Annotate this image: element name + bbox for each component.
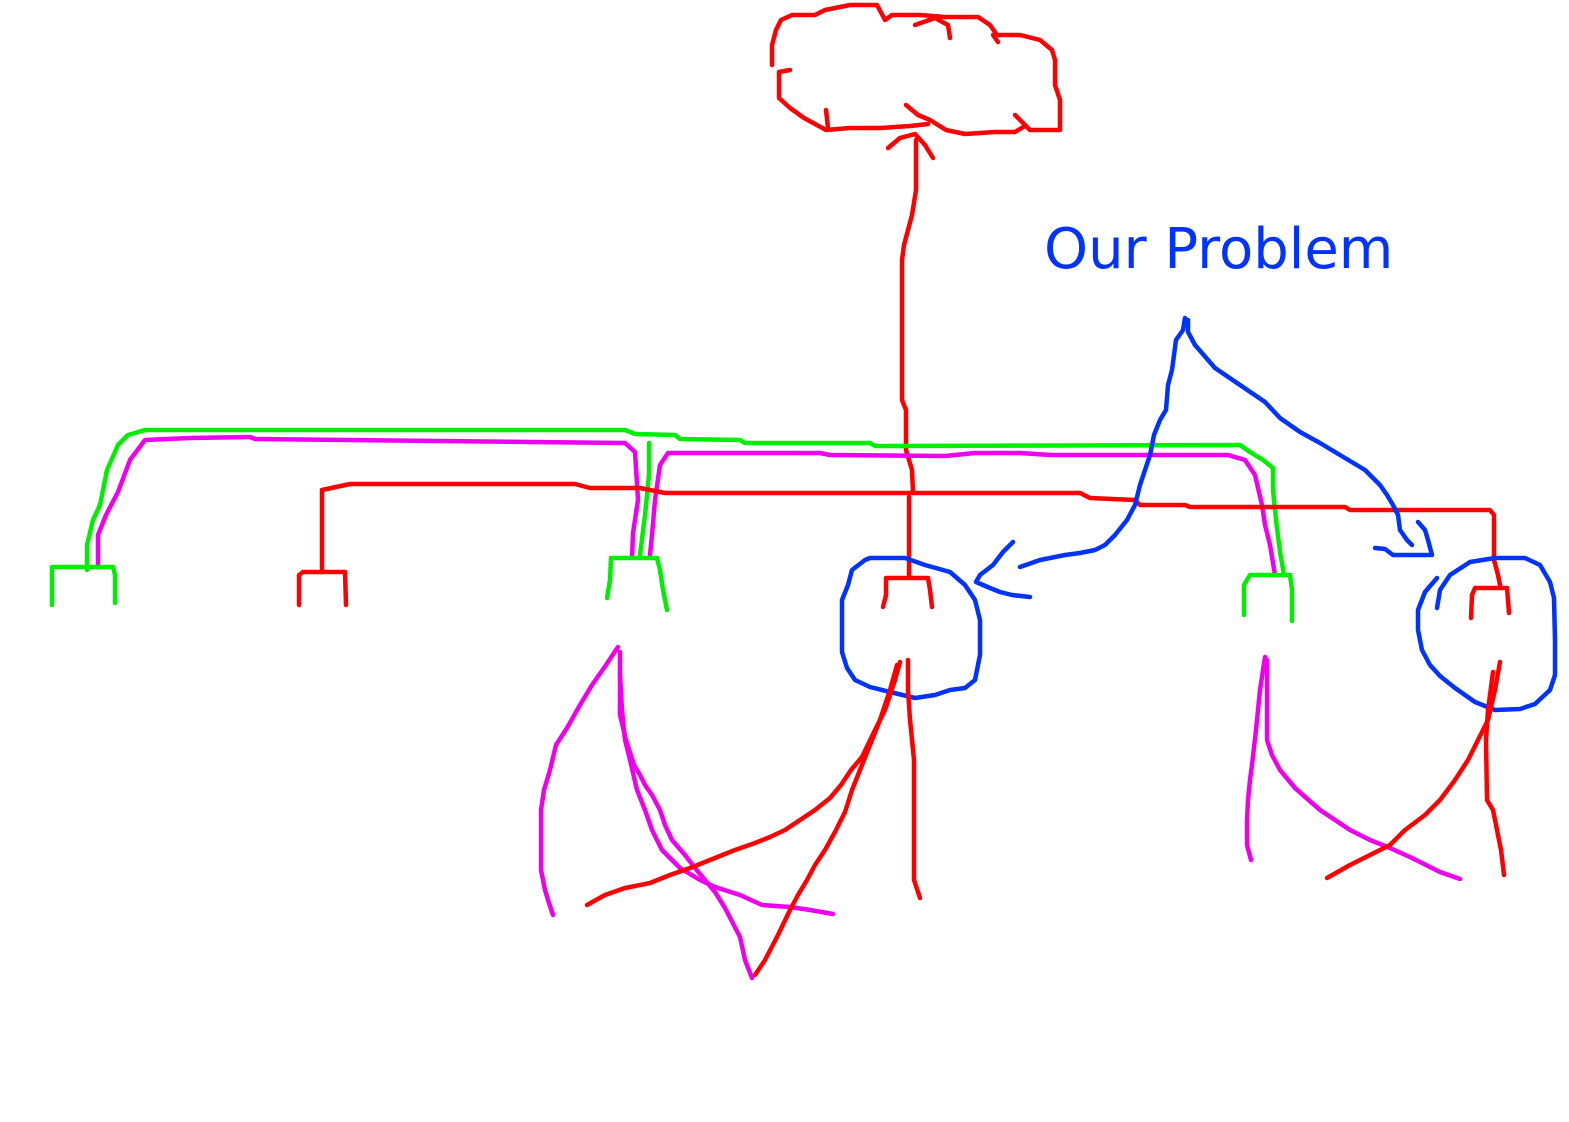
clients-j5 xyxy=(1244,654,1463,882)
junction-2 xyxy=(296,569,349,608)
highlight-circle-2 xyxy=(1415,555,1558,713)
clients-j6 xyxy=(1324,659,1507,881)
uplink-trunk xyxy=(899,137,919,496)
junction-1 xyxy=(49,564,118,608)
red-distribution xyxy=(319,481,1503,588)
annotation-label: Our Problem xyxy=(1044,217,1394,282)
junction-5 xyxy=(1241,572,1295,624)
cloud-shape xyxy=(769,2,1063,161)
clients-j3 xyxy=(538,644,836,981)
highlight-circle-1 xyxy=(839,555,983,701)
junction-6 xyxy=(1468,585,1512,621)
magenta-links xyxy=(95,434,1278,578)
junction-3 xyxy=(604,555,670,613)
problem-callout xyxy=(973,315,1435,600)
clients-j4 xyxy=(584,657,923,978)
green-backbone xyxy=(84,427,1287,578)
junction-4 xyxy=(880,575,935,610)
